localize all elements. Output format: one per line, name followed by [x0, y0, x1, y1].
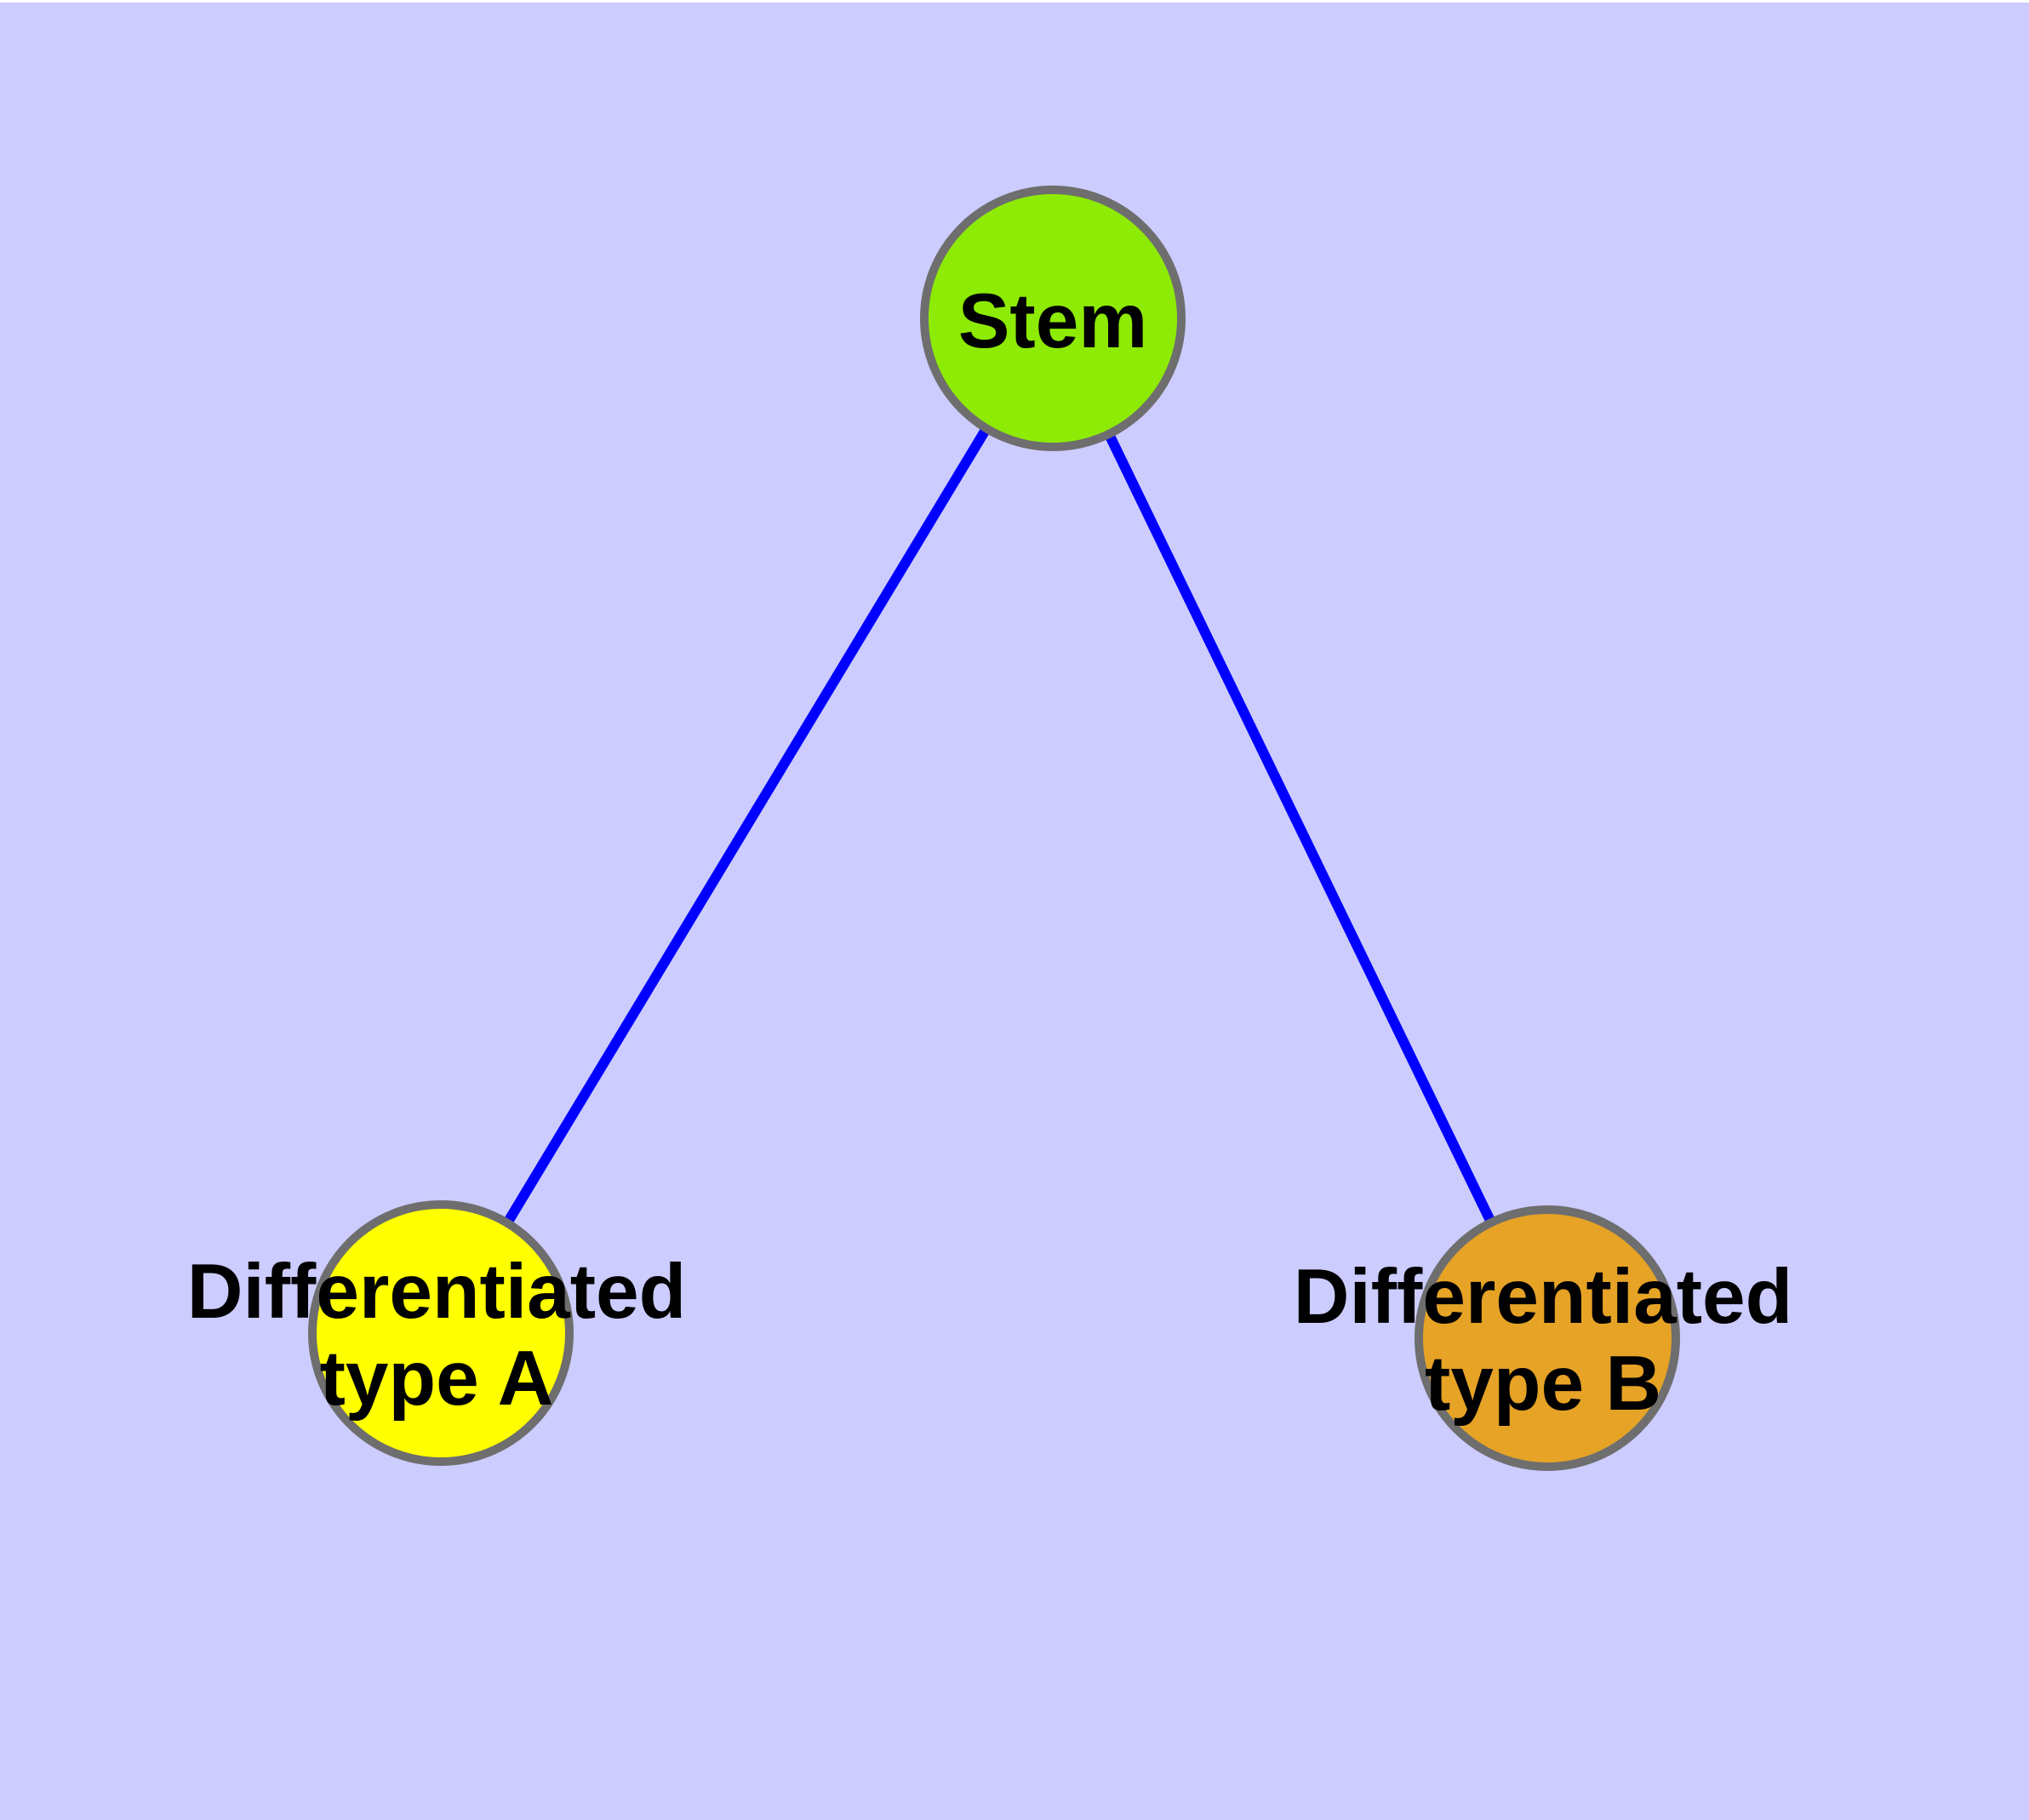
node-type-b-label-line2: type B [1425, 1341, 1661, 1427]
node-differentiated-type-a [308, 1200, 574, 1466]
node-stem [920, 186, 1186, 451]
edge-stem-to-type-b [1048, 316, 1552, 1341]
top-border-strip [0, 0, 2029, 3]
edge-stem-to-type-a [436, 315, 1058, 1336]
node-differentiated-type-b [1415, 1205, 1680, 1471]
node-type-b-label-line1: Differentiated [1294, 1254, 1793, 1340]
node-type-a-label-line2: type A [320, 1336, 554, 1422]
node-type-a-label-line1: Differentiated [187, 1249, 687, 1335]
node-stem-label: Stem [958, 278, 1148, 364]
